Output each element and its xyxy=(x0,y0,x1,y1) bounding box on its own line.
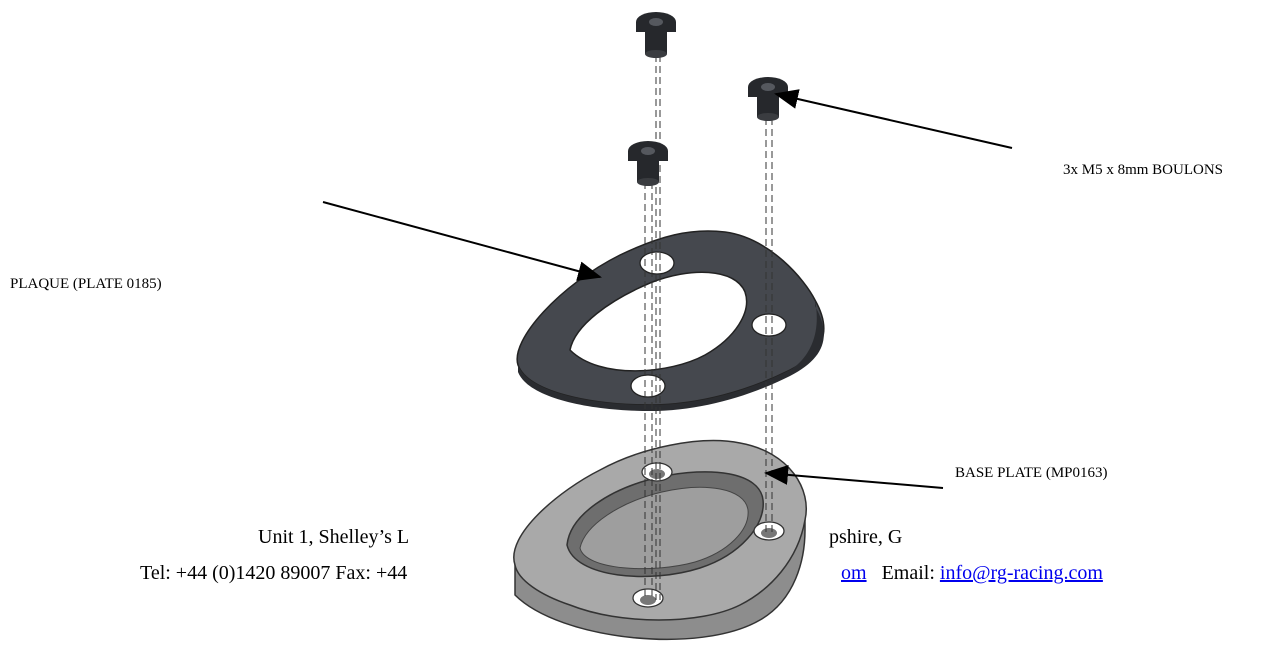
base-plate-label: BASE PLATE (MP0163) xyxy=(955,465,1108,481)
email-link[interactable]: info@rg-racing.com xyxy=(939,562,1103,584)
plate-leader-arrow xyxy=(322,201,602,281)
bolts-leader-arrow xyxy=(774,89,1013,149)
footer-address: Unit 1, Shelley’s L xyxy=(258,526,409,549)
bolt-3 xyxy=(628,141,668,186)
footer-tel-fax: Tel: +44 (0)1420 89007 Fax: +44 xyxy=(140,562,408,584)
base-leader-arrow xyxy=(764,464,944,489)
bolts-label: 3x M5 x 8mm BOULONS xyxy=(1063,162,1224,178)
footer-contact: Tel: +44 (0)1420 89007 Fax: +44 xyxy=(140,562,407,585)
top-plate xyxy=(516,230,825,411)
plate-label: PLAQUE (PLATE 0185) xyxy=(10,276,162,292)
bolt-1 xyxy=(636,12,676,58)
website-link[interactable]: om xyxy=(841,562,867,584)
bolt-2 xyxy=(748,77,788,121)
footer-address-left: Unit 1, Shelley’s L xyxy=(258,526,410,548)
footer-address-right: pshire, G xyxy=(829,526,903,548)
email-label: Email: xyxy=(881,562,935,584)
footer-contact-right: om Email: info@rg-racing.com xyxy=(841,562,1103,585)
